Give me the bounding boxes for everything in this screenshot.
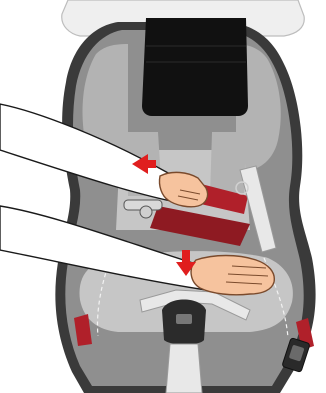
vehicle-belt-lower [166, 344, 202, 393]
latch-knob [140, 206, 152, 218]
headrest [142, 18, 248, 116]
shoulder-pad-right [210, 132, 246, 196]
buckle-slot [176, 314, 192, 324]
